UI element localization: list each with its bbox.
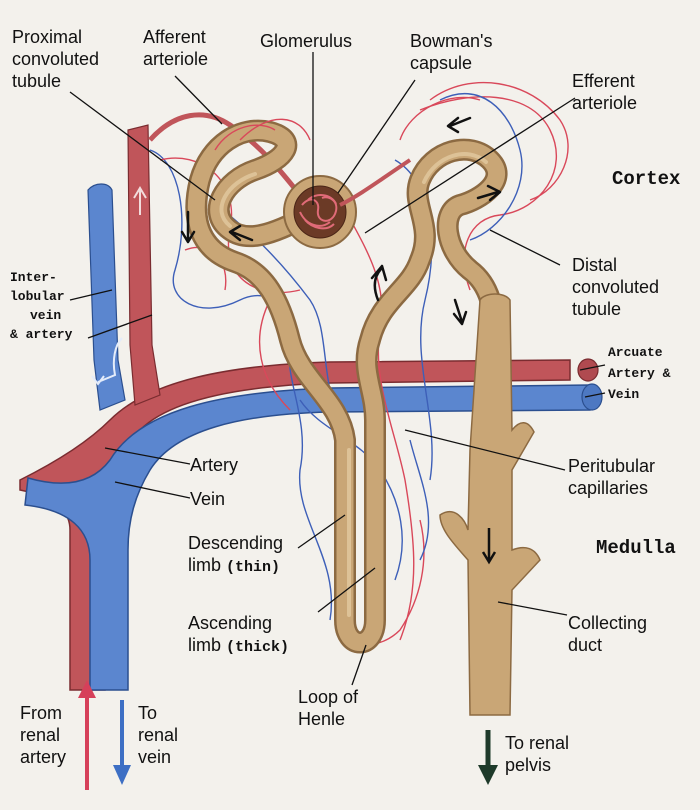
leader-lines <box>69 52 606 686</box>
proximal-leader <box>69 91 216 201</box>
capsule-lumen <box>293 185 347 239</box>
arcuate-artery-end <box>577 358 599 382</box>
tubule-arrow-icon-6 <box>476 184 502 202</box>
collecting-leader <box>497 601 568 616</box>
descending-leader <box>297 514 346 549</box>
vein-flow-arrow-icon <box>91 337 123 386</box>
afferent-arteriole-shape <box>148 112 302 197</box>
tubule-arrow-icon-3 <box>370 264 388 302</box>
label-descending-limb: Descending limb (thin) <box>188 533 284 576</box>
label-medulla: Medulla <box>596 537 676 559</box>
artery-flow-arrow-icon <box>133 186 147 215</box>
renal-vessels <box>19 112 603 691</box>
label-ascending-limb: Ascending limb (thick) <box>188 613 290 656</box>
arcuate-vein-leader <box>584 392 606 398</box>
arcuate-vein-end <box>581 383 603 411</box>
tubule-arrow-icon-4 <box>452 298 468 326</box>
cortex-capillary-loops <box>214 81 569 201</box>
vein-leader <box>114 481 191 499</box>
bowmans-leader <box>337 79 416 194</box>
down-arrow-icon-pelvis <box>478 765 498 785</box>
bottom-arrows <box>78 680 498 790</box>
ascending-leader <box>317 567 376 613</box>
efferent-arteriole-shape <box>339 158 412 207</box>
tubule-arrow-icon-5 <box>446 116 472 134</box>
label-artery: Artery <box>190 455 239 475</box>
loop-leader <box>351 644 367 686</box>
distal-leader <box>489 229 561 266</box>
label-vein: Vein <box>190 489 226 509</box>
arcuate-artery-shape <box>19 359 571 691</box>
peritubular-leader <box>404 429 566 471</box>
duct-arrow-icon <box>481 528 497 565</box>
glomerulus-shape <box>299 194 338 230</box>
artery-leader <box>104 447 191 465</box>
collecting-duct <box>439 293 541 716</box>
tubule-arrow-icon <box>180 210 196 244</box>
arcuate-vein-shape <box>24 384 591 691</box>
tubule-arrow-icon-2 <box>228 224 254 242</box>
up-arrow-icon <box>78 680 96 698</box>
afferent-leader <box>174 75 223 125</box>
down-arrow-icon <box>113 765 131 785</box>
arcuate-artery-leader <box>579 364 606 371</box>
label-cortex: Cortex <box>612 168 681 190</box>
label-glomerulus: Glomerulus <box>260 31 353 51</box>
interlobular-vein-leader <box>69 289 113 301</box>
glomerulus-bowmans-capsule <box>283 158 412 249</box>
efferent-leader <box>364 97 576 234</box>
interlobular-artery-leader <box>87 314 153 339</box>
